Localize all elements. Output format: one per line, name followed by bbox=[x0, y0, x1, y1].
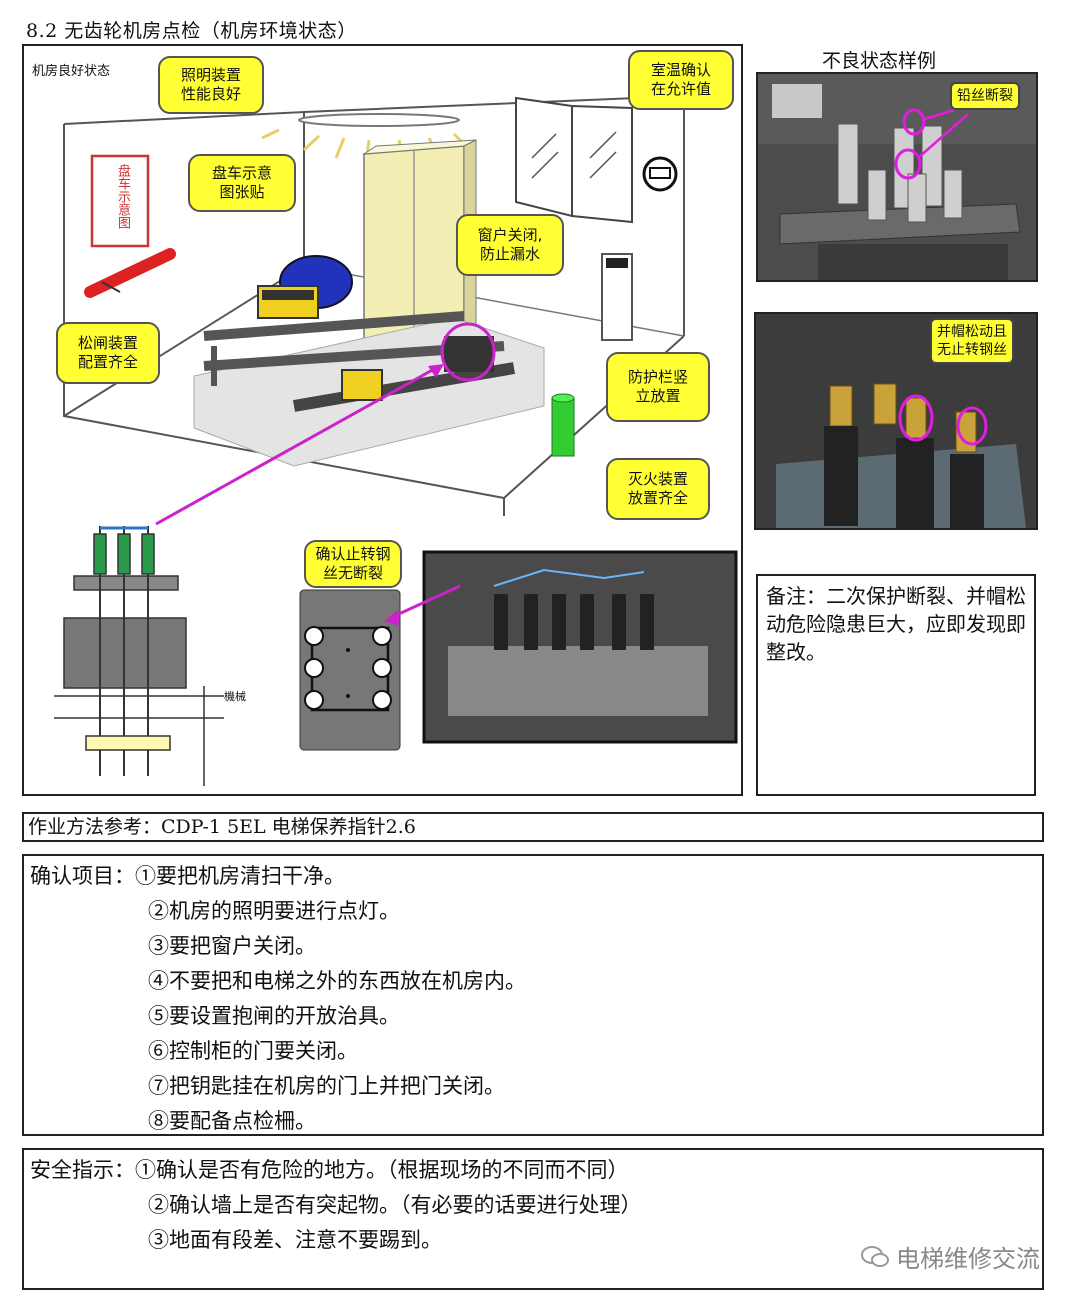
bolt-schematic bbox=[54, 526, 224, 786]
safety-label: 安全指示： bbox=[30, 1158, 135, 1182]
confirm-section: 确认项目：①要把机房清扫干净。 ②机房的照明要进行点灯。 ③要把窗户关闭。 ④不… bbox=[22, 854, 1044, 1136]
confirm-item: ③要把窗户关闭。 bbox=[148, 934, 316, 958]
safety-item: ③地面有段差、注意不要踢到。 bbox=[148, 1228, 442, 1252]
bad-examples-title: 不良状态样例 bbox=[822, 50, 937, 72]
poster-text: 盘车示意图 bbox=[115, 164, 130, 229]
mech-label: 機械 bbox=[224, 690, 246, 703]
brake-release-tool bbox=[84, 248, 176, 298]
callout-wire: 确认止转钢 丝无断裂 bbox=[304, 540, 402, 588]
turning-poster bbox=[90, 154, 150, 248]
wechat-icon bbox=[860, 1244, 890, 1270]
callout-brake-release: 松闸装置 配置齐全 bbox=[56, 322, 160, 384]
control-cabinet bbox=[362, 139, 477, 357]
watermark-text: 电梯维修交流 bbox=[896, 1245, 1040, 1273]
confirm-item: ④不要把和电梯之外的东西放在机房内。 bbox=[148, 969, 526, 993]
safety-item: ①确认是否有危险的地方。（根据现场的不同而不同） bbox=[135, 1158, 629, 1182]
confirm-label: 确认项目： bbox=[30, 864, 135, 888]
callout-lighting: 照明装置 性能良好 bbox=[158, 56, 264, 114]
ceiling-lamp bbox=[298, 113, 460, 127]
confirm-item: ⑤要设置抱闸的开放治具。 bbox=[148, 1004, 400, 1028]
confirm-item: ①要把机房清扫干净。 bbox=[135, 864, 345, 888]
bad-example-photo-2 bbox=[754, 312, 1038, 530]
safety-item: ②确认墙上是否有突起物。（有必要的话要进行处理） bbox=[148, 1193, 642, 1217]
diagram-label: 机房良好状态 bbox=[32, 64, 111, 79]
wire-plate-diagram bbox=[299, 589, 401, 751]
tag-lead-wire-broken: 铅丝断裂 bbox=[950, 82, 1020, 110]
confirm-item: ⑥控制柜的门要关闭。 bbox=[148, 1039, 358, 1063]
note-box: 备注：二次保护断裂、并帽松动危险隐患巨大，应即发现即整改。 bbox=[756, 574, 1036, 796]
highlight-circle bbox=[440, 322, 496, 382]
window bbox=[515, 96, 633, 224]
protective-fence bbox=[601, 253, 633, 341]
method-reference: 作业方法参考：CDP-1 5EL 电梯保养指针2.6 bbox=[22, 812, 1044, 842]
callout-window: 窗户关闭, 防止漏水 bbox=[456, 214, 564, 276]
confirm-item: ②机房的照明要进行点灯。 bbox=[148, 899, 400, 923]
confirm-item: ⑧要配备点检柵。 bbox=[148, 1109, 316, 1133]
confirm-item: ⑦把钥匙挂在机房的门上并把门关闭。 bbox=[148, 1074, 505, 1098]
diagram-panel: 机房良好状态 bbox=[22, 44, 743, 796]
machine-room-illustration bbox=[54, 94, 738, 786]
callout-fire: 灭火装置 放置齐全 bbox=[606, 458, 710, 520]
page-title: 8.2 无齿轮机房点检（机房环境状态） bbox=[26, 20, 357, 42]
watermark: 电梯维修交流 bbox=[860, 1239, 1040, 1274]
method-text: 作业方法参考：CDP-1 5EL 电梯保养指针2.6 bbox=[28, 816, 416, 838]
room-wall-back bbox=[63, 110, 305, 417]
note-text: 备注：二次保护断裂、并帽松动危险隐患巨大，应即发现即整改。 bbox=[766, 584, 1026, 664]
spring-photo bbox=[422, 550, 738, 744]
fire-extinguisher bbox=[551, 393, 575, 457]
callout-fence: 防护栏竖 立放置 bbox=[606, 352, 710, 422]
tag-nut-loose: 并帽松动且 无止转钢丝 bbox=[930, 318, 1014, 364]
callout-temperature: 室温确认 在允许值 bbox=[628, 50, 734, 110]
callout-turning-poster: 盘车示意 图张贴 bbox=[188, 154, 296, 212]
safety-section: 安全指示：①确认是否有危险的地方。（根据现场的不同而不同） ②确认墙上是否有突起… bbox=[22, 1148, 1044, 1290]
traction-machine bbox=[203, 255, 516, 412]
